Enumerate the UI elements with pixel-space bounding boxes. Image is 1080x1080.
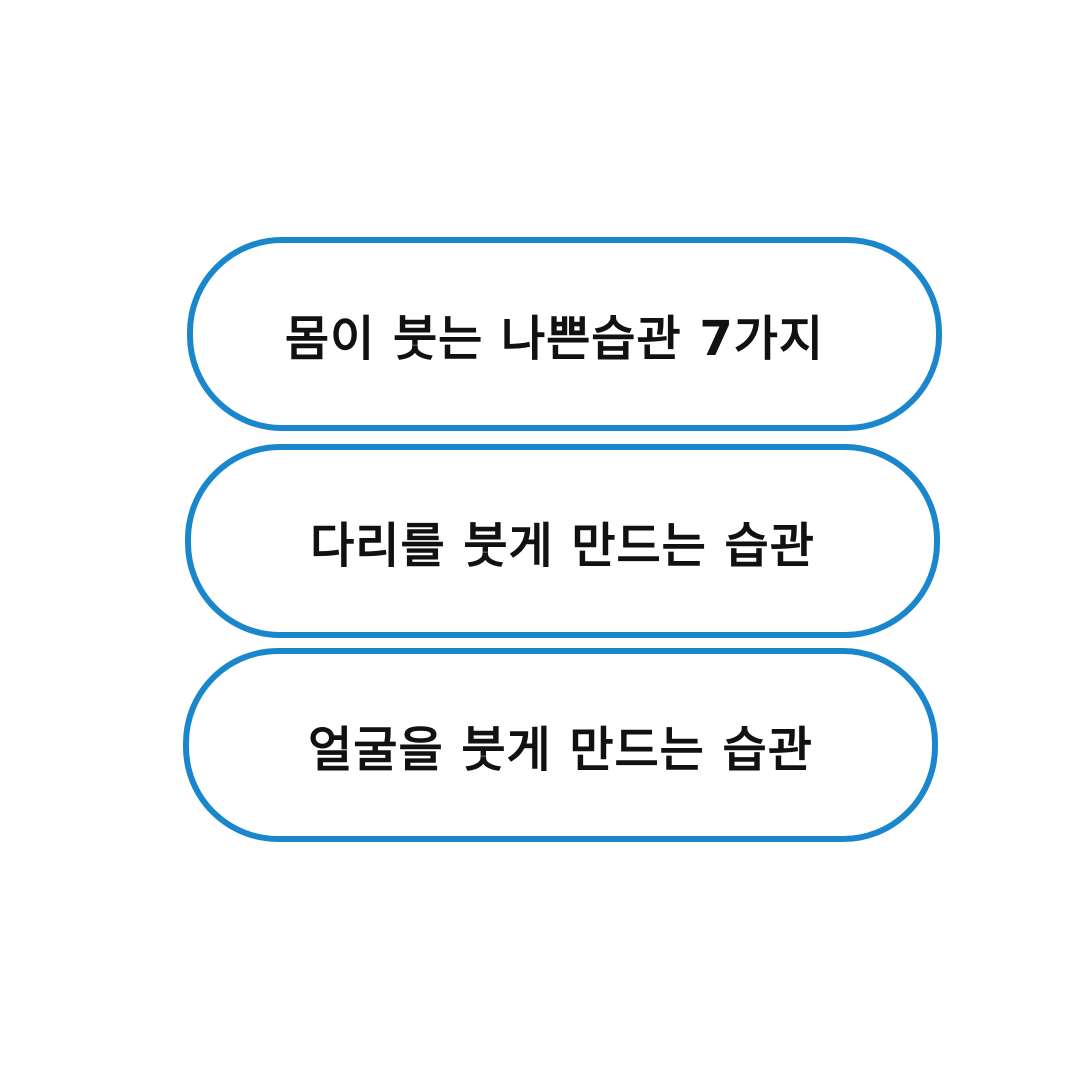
pill-label: 몸이 붓는 나쁜습관 7가지: [284, 311, 825, 367]
pill-button-face-swelling-habits[interactable]: 얼굴을 붓게 만드는 습관: [183, 648, 938, 842]
pill-label: 얼굴을 붓게 만드는 습관: [308, 722, 813, 778]
pill-button-bad-habits-title[interactable]: 몸이 붓는 나쁜습관 7가지: [187, 237, 942, 431]
pill-label: 다리를 붓게 만드는 습관: [310, 518, 815, 574]
pill-button-leg-swelling-habits[interactable]: 다리를 붓게 만드는 습관: [185, 444, 940, 638]
